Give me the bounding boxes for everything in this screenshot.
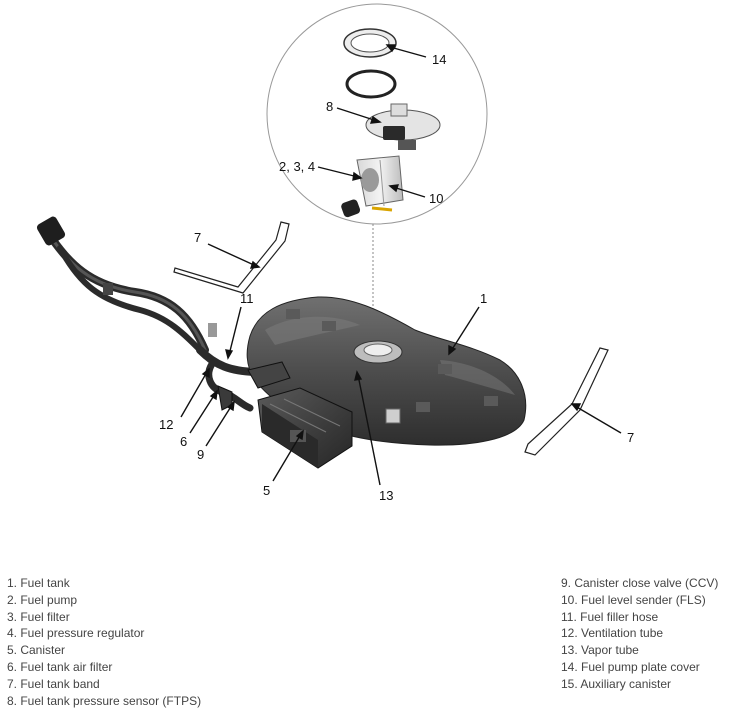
callout-13: 13 xyxy=(379,488,393,503)
callout-6: 6 xyxy=(180,434,187,449)
legend-item: 4. Fuel pressure regulator xyxy=(7,626,145,641)
callout-11: 11 xyxy=(240,291,254,306)
callout-5: 5 xyxy=(263,483,270,498)
legend-item: 6. Fuel tank air filter xyxy=(7,659,113,674)
fuel-system-diagram: 14 8 2, 3, 4 10 xyxy=(36,3,634,503)
callout-2-3-4: 2, 3, 4 xyxy=(279,159,315,174)
legend-item: 1. Fuel tank xyxy=(7,576,70,590)
callout-7-left: 7 xyxy=(194,230,201,245)
callout-14: 14 xyxy=(432,52,446,67)
callout-10: 10 xyxy=(429,191,443,206)
fuel-pump-plate-cover xyxy=(343,28,397,58)
legend-item: 14. Fuel pump plate cover xyxy=(561,659,700,674)
legend-item: 8. Fuel tank pressure sensor (FTPS) xyxy=(7,693,202,708)
legend-item: 11. Fuel filler hose xyxy=(561,609,659,624)
pump-seal-ring xyxy=(345,69,397,99)
legend-left-column: 1. Fuel tank 2. Fuel pump 3. Fuel filter… xyxy=(7,575,201,709)
legend-item: 9. Canister close valve (CCV) xyxy=(561,576,719,590)
callout-12: 12 xyxy=(159,417,173,432)
legend-item: 10. Fuel level sender (FLS) xyxy=(561,592,706,607)
fuel-pump-module xyxy=(341,103,441,218)
legend-item: 2. Fuel pump xyxy=(7,592,78,607)
legend-right-column: 9. Canister close valve (CCV) 10. Fuel l… xyxy=(561,575,718,693)
legend-item: 3. Fuel filter xyxy=(7,609,70,624)
callout-1: 1 xyxy=(480,291,487,306)
callout-8: 8 xyxy=(326,99,333,114)
legend-item: 5. Canister xyxy=(7,643,66,658)
fuel-tank-band-right xyxy=(524,347,609,456)
pump-detail-view: 14 8 2, 3, 4 10 xyxy=(266,3,488,225)
legend-item: 13. Vapor tube xyxy=(561,643,639,658)
callout-7-right: 7 xyxy=(627,430,634,445)
canister xyxy=(257,387,353,469)
callout-9: 9 xyxy=(197,447,204,462)
legend-item: 15. Auxiliary canister xyxy=(561,676,672,691)
fuel-tank-band-left xyxy=(173,221,290,294)
fuel-filler-hose xyxy=(36,216,264,376)
legend-item: 7. Fuel tank band xyxy=(7,676,100,691)
legend-item: 12. Ventilation tube xyxy=(561,626,664,641)
